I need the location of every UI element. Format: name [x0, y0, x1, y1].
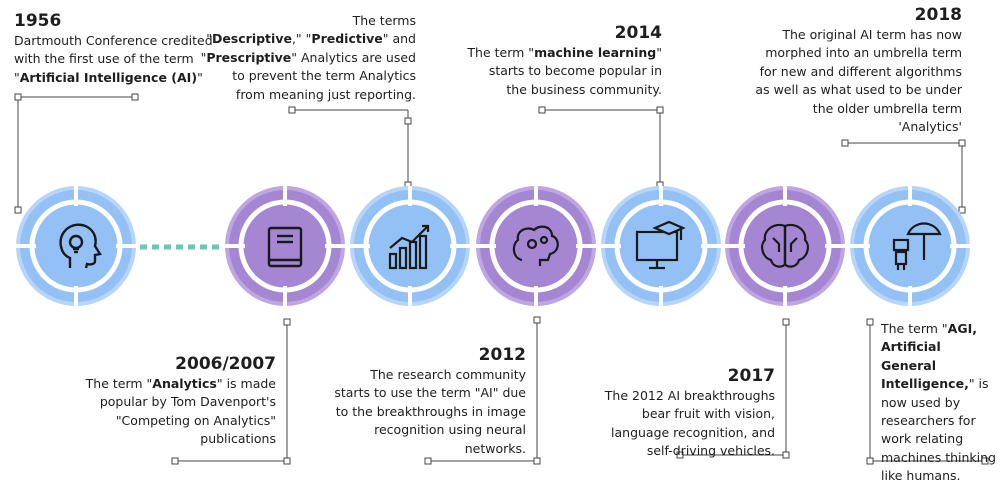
event-year: 2006/2007: [175, 354, 276, 374]
node-2017: [725, 186, 845, 306]
event-line: to prevent the term Analytics: [232, 68, 416, 84]
bar-chart-growth-icon: [388, 224, 430, 270]
event-line: Artificial General: [881, 339, 941, 373]
event-line: starts to become popular in: [488, 63, 662, 79]
circuit-brain-icon: [761, 223, 809, 268]
event-2014: 2014 The term "machine learning" starts …: [462, 22, 662, 99]
event-year: 2012: [478, 345, 526, 365]
event-agi: The term "AGI, Artificial General Intell…: [881, 320, 997, 486]
event-line: now used by: [881, 394, 961, 410]
event-year: 2017: [727, 366, 775, 386]
event-line: with the first use of the term: [14, 51, 194, 67]
event-year: 2014: [614, 23, 662, 43]
event-line: work relating: [881, 431, 964, 447]
event-analytics-terms: The terms "Descriptive," "Predictive" an…: [196, 12, 416, 104]
node-2014: [601, 186, 721, 306]
head-lightbulb-icon: [59, 223, 102, 269]
event-line: language recognition, and: [611, 424, 775, 440]
event-line: popular by Tom Davenport's: [99, 394, 276, 410]
event-2006-2007: 2006/2007 The term "Analytics" is made p…: [60, 353, 276, 449]
node-2018: [850, 186, 970, 306]
event-line: The term "machine learning": [467, 45, 662, 60]
event-2018: 2018 The original AI term has now morphe…: [740, 4, 962, 136]
event-line: like humans.: [881, 468, 961, 484]
event-line: publications: [200, 431, 276, 447]
event-line: The term "AGI,: [881, 321, 977, 336]
event-line: "Descriptive," "Predictive" and: [206, 31, 416, 47]
event-line: to the breakthroughs in image: [335, 403, 526, 419]
event-line: the older umbrella term: [812, 100, 962, 116]
event-line: recognition using neural: [374, 422, 526, 438]
event-line: Dartmouth Conference credited: [14, 33, 213, 48]
event-line: "Artificial Intelligence (AI)": [14, 69, 203, 85]
node-1956: [16, 186, 136, 306]
event-line: "Prescriptive" Analytics are used: [200, 49, 416, 65]
event-year: 2018: [914, 5, 962, 25]
event-line: starts to use the term "AI" due: [334, 385, 526, 401]
event-line: The term "Analytics" is made: [85, 376, 276, 391]
event-year: 1956: [14, 11, 62, 31]
event-line: from meaning just reporting.: [235, 86, 416, 102]
event-line: for new and different algorithms: [759, 63, 962, 79]
event-line: Intelligence," is: [881, 376, 989, 392]
event-line: 'Analytics': [898, 119, 962, 135]
event-line: The original AI term has now: [782, 27, 962, 42]
event-line: researchers for: [881, 413, 976, 429]
event-line: morphed into an umbrella term: [765, 45, 962, 61]
event-line: as well as what used to be under: [755, 82, 962, 98]
event-line: bear fruit with vision,: [641, 406, 775, 422]
event-line: The terms: [352, 13, 416, 28]
event-line: "Competing on Analytics": [115, 412, 276, 428]
event-line: The research community: [370, 367, 526, 382]
event-2017: 2017 The 2012 AI breakthroughs bear frui…: [580, 365, 775, 461]
robot-umbrella-icon: [892, 222, 942, 270]
event-line: machines thinking: [881, 449, 996, 465]
event-2012: 2012 The research community starts to us…: [300, 344, 526, 458]
node-terms: [350, 186, 470, 306]
node-2006: [225, 186, 345, 306]
brain-gears-icon: [512, 225, 559, 266]
book-icon: [267, 226, 303, 268]
event-line: the business community.: [506, 81, 662, 97]
node-2012: [476, 186, 596, 306]
event-1956: 1956 Dartmouth Conference credited with …: [14, 10, 224, 87]
event-line: self-driving vehicles.: [646, 443, 775, 459]
event-line: The 2012 AI breakthroughs: [604, 388, 775, 403]
monitor-graduation-cap-icon: [635, 220, 686, 270]
event-line: networks.: [464, 440, 526, 456]
